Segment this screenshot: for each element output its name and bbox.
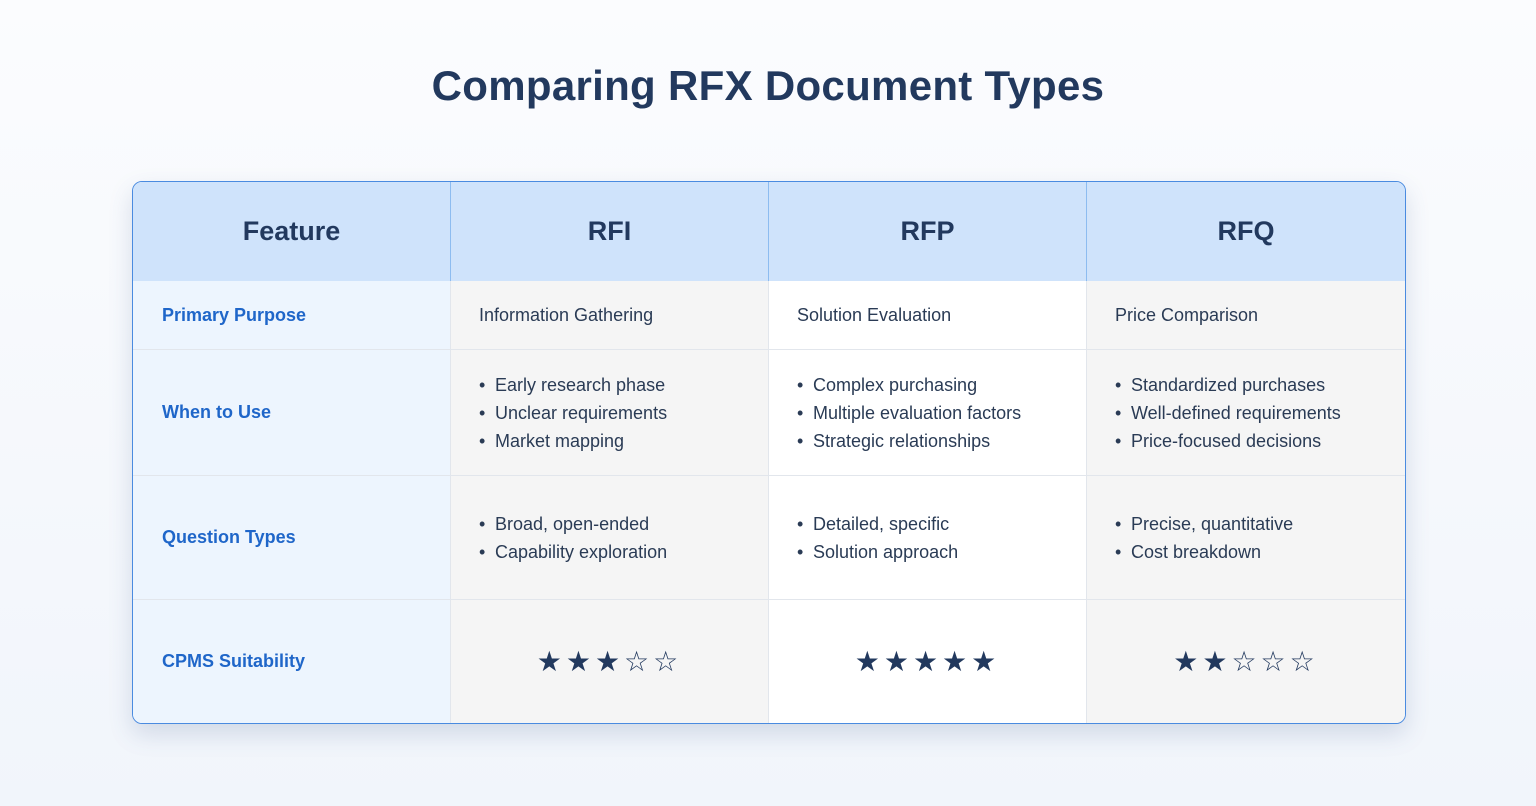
header-rfp: RFP	[769, 182, 1087, 281]
list-item: Capability exploration	[479, 538, 667, 566]
feature-primary-purpose: Primary Purpose	[133, 281, 451, 350]
rfi-question-types: Broad, open-ended Capability exploration	[451, 476, 769, 600]
feature-question-types: Question Types	[133, 476, 451, 600]
rfq-when-to-use: Standardized purchases Well-defined requ…	[1087, 350, 1405, 476]
rfp-primary-purpose: Solution Evaluation	[769, 281, 1087, 350]
header-feature: Feature	[133, 182, 451, 281]
bullet-list: Detailed, specific Solution approach	[769, 510, 958, 566]
list-item: Complex purchasing	[797, 371, 1021, 399]
feature-when-to-use: When to Use	[133, 350, 451, 476]
bullet-list: Standardized purchases Well-defined requ…	[1087, 371, 1341, 455]
list-item: Precise, quantitative	[1115, 510, 1293, 538]
rfq-star-rating-icon: ★★☆☆☆	[1087, 600, 1405, 723]
list-item: Broad, open-ended	[479, 510, 667, 538]
bullet-list: Early research phase Unclear requirement…	[451, 371, 667, 455]
header-rfi: RFI	[451, 182, 769, 281]
list-item: Cost breakdown	[1115, 538, 1293, 566]
list-item: Unclear requirements	[479, 399, 667, 427]
list-item: Strategic relationships	[797, 427, 1021, 455]
list-item: Standardized purchases	[1115, 371, 1341, 399]
rfi-primary-purpose: Information Gathering	[451, 281, 769, 350]
list-item: Market mapping	[479, 427, 667, 455]
rfi-when-to-use: Early research phase Unclear requirement…	[451, 350, 769, 476]
list-item: Well-defined requirements	[1115, 399, 1341, 427]
page-title: Comparing RFX Document Types	[431, 62, 1105, 109]
rfq-question-types: Precise, quantitative Cost breakdown	[1087, 476, 1405, 600]
bullet-list: Precise, quantitative Cost breakdown	[1087, 510, 1293, 566]
bullet-list: Complex purchasing Multiple evaluation f…	[769, 371, 1021, 455]
list-item: Early research phase	[479, 371, 667, 399]
header-rfq: RFQ	[1087, 182, 1405, 281]
comparison-table: Feature RFI RFP RFQ Primary Purpose Info…	[132, 181, 1406, 724]
feature-cpms-suitability: CPMS Suitability	[133, 600, 451, 723]
rfq-primary-purpose: Price Comparison	[1087, 281, 1405, 350]
rfp-when-to-use: Complex purchasing Multiple evaluation f…	[769, 350, 1087, 476]
rfi-star-rating-icon: ★★★☆☆	[451, 600, 769, 723]
rfp-star-rating-icon: ★★★★★	[769, 600, 1087, 723]
list-item: Detailed, specific	[797, 510, 958, 538]
bullet-list: Broad, open-ended Capability exploration	[451, 510, 667, 566]
rfp-question-types: Detailed, specific Solution approach	[769, 476, 1087, 600]
list-item: Multiple evaluation factors	[797, 399, 1021, 427]
list-item: Price-focused decisions	[1115, 427, 1341, 455]
list-item: Solution approach	[797, 538, 958, 566]
